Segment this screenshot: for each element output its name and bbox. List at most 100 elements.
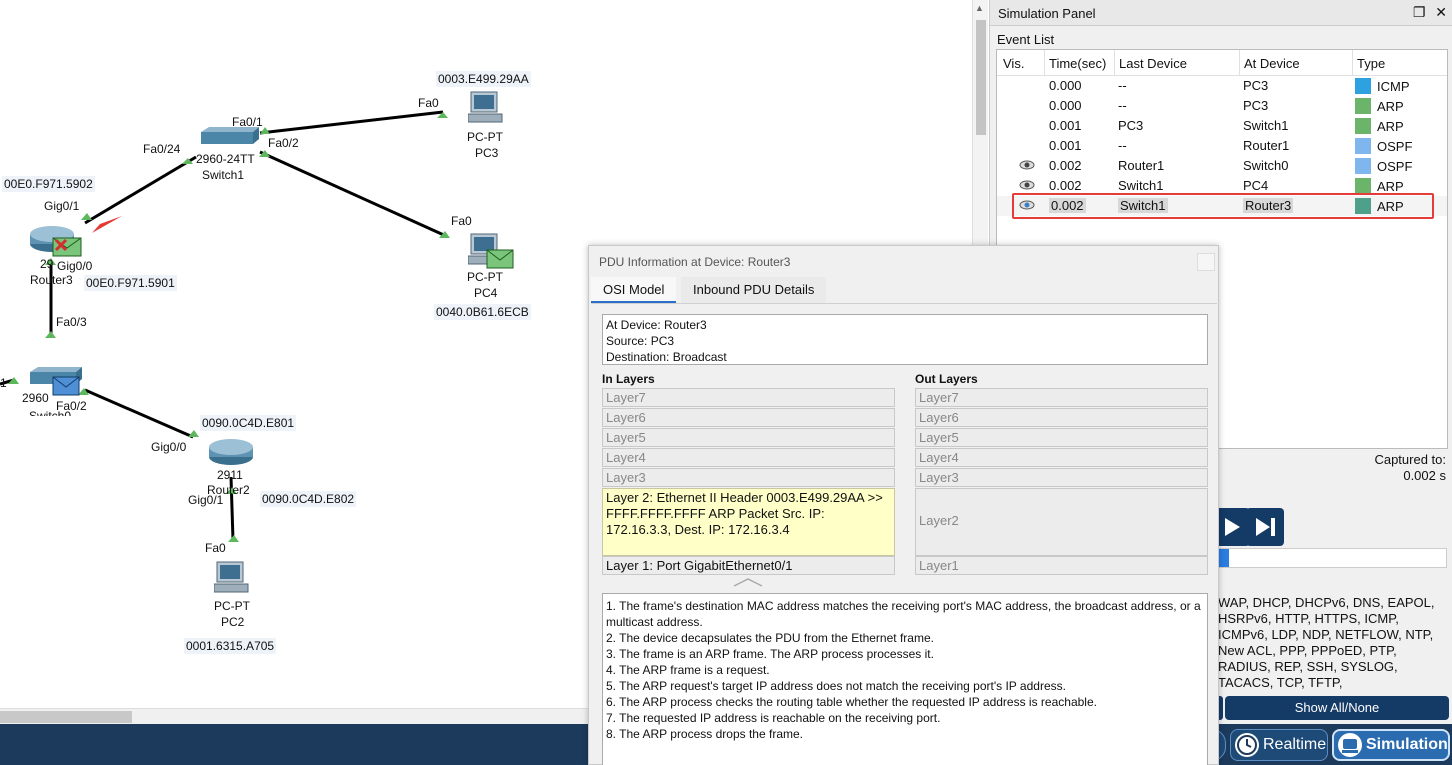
eye-icon[interactable] xyxy=(1019,160,1035,170)
in-layer-3[interactable]: Layer3 xyxy=(602,468,895,487)
event-at-device: Router1 xyxy=(1243,138,1290,153)
out-layer-1[interactable]: Layer1 xyxy=(915,556,1208,575)
type-color-swatch xyxy=(1355,78,1371,94)
port-label: Fa0 xyxy=(205,541,226,555)
port-label: Fa0/2 xyxy=(268,136,299,150)
out-layer-3[interactable]: Layer3 xyxy=(915,468,1208,487)
in-layers-heading: In Layers xyxy=(602,372,655,386)
in-layer-6[interactable]: Layer6 xyxy=(602,408,895,427)
step-item: 3. The frame is an ARP frame. The ARP pr… xyxy=(606,647,934,661)
pdu-envelope-icon[interactable] xyxy=(486,249,514,272)
pc2-device[interactable] xyxy=(213,560,250,599)
event-time: 0.002 xyxy=(1049,178,1082,193)
collapse-icon[interactable] xyxy=(733,576,763,587)
step-item: 1. The frame's destination MAC address m… xyxy=(606,599,1201,629)
out-layer-6[interactable]: Layer6 xyxy=(915,408,1208,427)
pc4-type: PC-PT xyxy=(467,270,503,284)
step-forward-button[interactable] xyxy=(1246,508,1284,546)
event-time: 0.002 xyxy=(1049,198,1086,213)
column-header[interactable]: Type xyxy=(1357,56,1386,71)
column-header[interactable]: Vis. xyxy=(1003,56,1025,71)
pdu-envelope-icon[interactable] xyxy=(52,376,80,399)
switch1-device[interactable] xyxy=(197,126,263,157)
in-layer-2[interactable]: Layer 2: Ethernet II Header 0003.E499.29… xyxy=(602,488,895,556)
pc-icon xyxy=(467,91,503,123)
playback-slider[interactable] xyxy=(1218,548,1447,568)
event-at-device: Switch1 xyxy=(1243,118,1289,133)
realtime-mode-button[interactable]: Realtime xyxy=(1230,729,1328,761)
router2-model: 2911 xyxy=(217,468,243,482)
type-label: ARP xyxy=(1377,119,1404,134)
type-color-swatch xyxy=(1355,178,1371,194)
event-last-device: PC3 xyxy=(1118,118,1144,133)
simulation-label: Simulation xyxy=(1366,736,1448,753)
in-layer-1[interactable]: Layer 1: Port GigabitEthernet0/1 xyxy=(602,556,895,575)
router2-mac-bottom: 0090.0C4D.E802 xyxy=(260,491,357,507)
pc3-name: PC3 xyxy=(475,146,499,160)
close-button[interactable] xyxy=(1197,253,1215,271)
eye-icon[interactable] xyxy=(1019,180,1035,190)
tab-inbound-pdu-details[interactable]: Inbound PDU Details xyxy=(681,277,827,303)
pc3-device[interactable] xyxy=(467,90,504,129)
scroll-thumb[interactable] xyxy=(0,711,132,723)
in-layer-5[interactable]: Layer5 xyxy=(602,428,895,447)
highlight-frame xyxy=(1012,193,1434,219)
type-color-swatch xyxy=(1355,158,1371,174)
pc2-name: PC2 xyxy=(221,615,245,629)
tab-osi-model[interactable]: OSI Model xyxy=(591,277,677,303)
slider-fill xyxy=(1219,549,1229,567)
scroll-up-icon[interactable]: ▲ xyxy=(975,3,984,13)
pc4-device[interactable] xyxy=(467,232,504,271)
pc4-mac: 0040.0B61.6ECB xyxy=(434,304,531,320)
out-layer-4[interactable]: Layer4 xyxy=(915,448,1208,467)
switch-icon xyxy=(201,127,259,144)
port-label: Fa0 xyxy=(418,96,439,110)
switch1-model: 2960-24TT xyxy=(196,152,255,166)
port-label: Fa0/1 xyxy=(232,115,263,129)
restore-icon[interactable]: ❐ xyxy=(1412,4,1426,20)
edit-filters-button[interactable] xyxy=(1215,696,1223,720)
event-filter-list: WAP, DHCP, DHCPv6, DNS, EAPOL, HSRPv6, H… xyxy=(1218,595,1435,690)
router2-device[interactable] xyxy=(207,437,257,470)
scroll-thumb[interactable] xyxy=(976,20,986,135)
column-header[interactable]: At Device xyxy=(1244,56,1300,71)
event-type: ARP xyxy=(1355,118,1404,134)
in-layer-7[interactable]: Layer7 xyxy=(602,388,895,407)
eye-icon[interactable] xyxy=(1019,200,1035,210)
event-time: 0.001 xyxy=(1049,118,1082,133)
event-list-label: Event List xyxy=(997,32,1055,47)
switch0-name: Switch0 xyxy=(29,409,72,423)
out-layer-5[interactable]: Layer5 xyxy=(915,428,1208,447)
column-header[interactable]: Time(sec) xyxy=(1049,56,1107,71)
type-label: ICMP xyxy=(1377,79,1410,94)
out-layer-2[interactable]: Layer2 xyxy=(915,488,1208,556)
event-time: 0.002 xyxy=(1049,158,1082,173)
out-layer-7[interactable]: Layer7 xyxy=(915,388,1208,407)
type-label: OSPF xyxy=(1377,139,1413,154)
type-label: ARP xyxy=(1377,99,1404,114)
simulation-mode-button[interactable]: Simulation xyxy=(1332,729,1450,761)
show-all-none-button[interactable]: Show All/None xyxy=(1225,696,1449,720)
window-title: PDU Information at Device: Router3 xyxy=(599,255,791,269)
event-time: 0.000 xyxy=(1049,98,1082,113)
pc3-type: PC-PT xyxy=(467,130,503,144)
port-label: 1 xyxy=(0,376,7,390)
port-label: Fa0 xyxy=(451,214,472,228)
router3-mac-bottom: 00E0.F971.5901 xyxy=(84,275,177,291)
event-row[interactable]: 0.001 PC3 Switch1 ARP xyxy=(997,116,1447,136)
port-label: Fa0/24 xyxy=(143,142,181,156)
close-icon[interactable]: ✕ xyxy=(1435,4,1447,20)
column-header[interactable]: Last Device xyxy=(1119,56,1187,71)
pdu-envelope-icon[interactable] xyxy=(52,237,82,260)
in-layer-4[interactable]: Layer4 xyxy=(602,448,895,467)
router3-name: Router3 xyxy=(30,273,73,287)
event-type: OSPF xyxy=(1355,138,1412,154)
type-color-swatch xyxy=(1355,118,1371,134)
port-label: Fa0/2 xyxy=(56,399,87,413)
